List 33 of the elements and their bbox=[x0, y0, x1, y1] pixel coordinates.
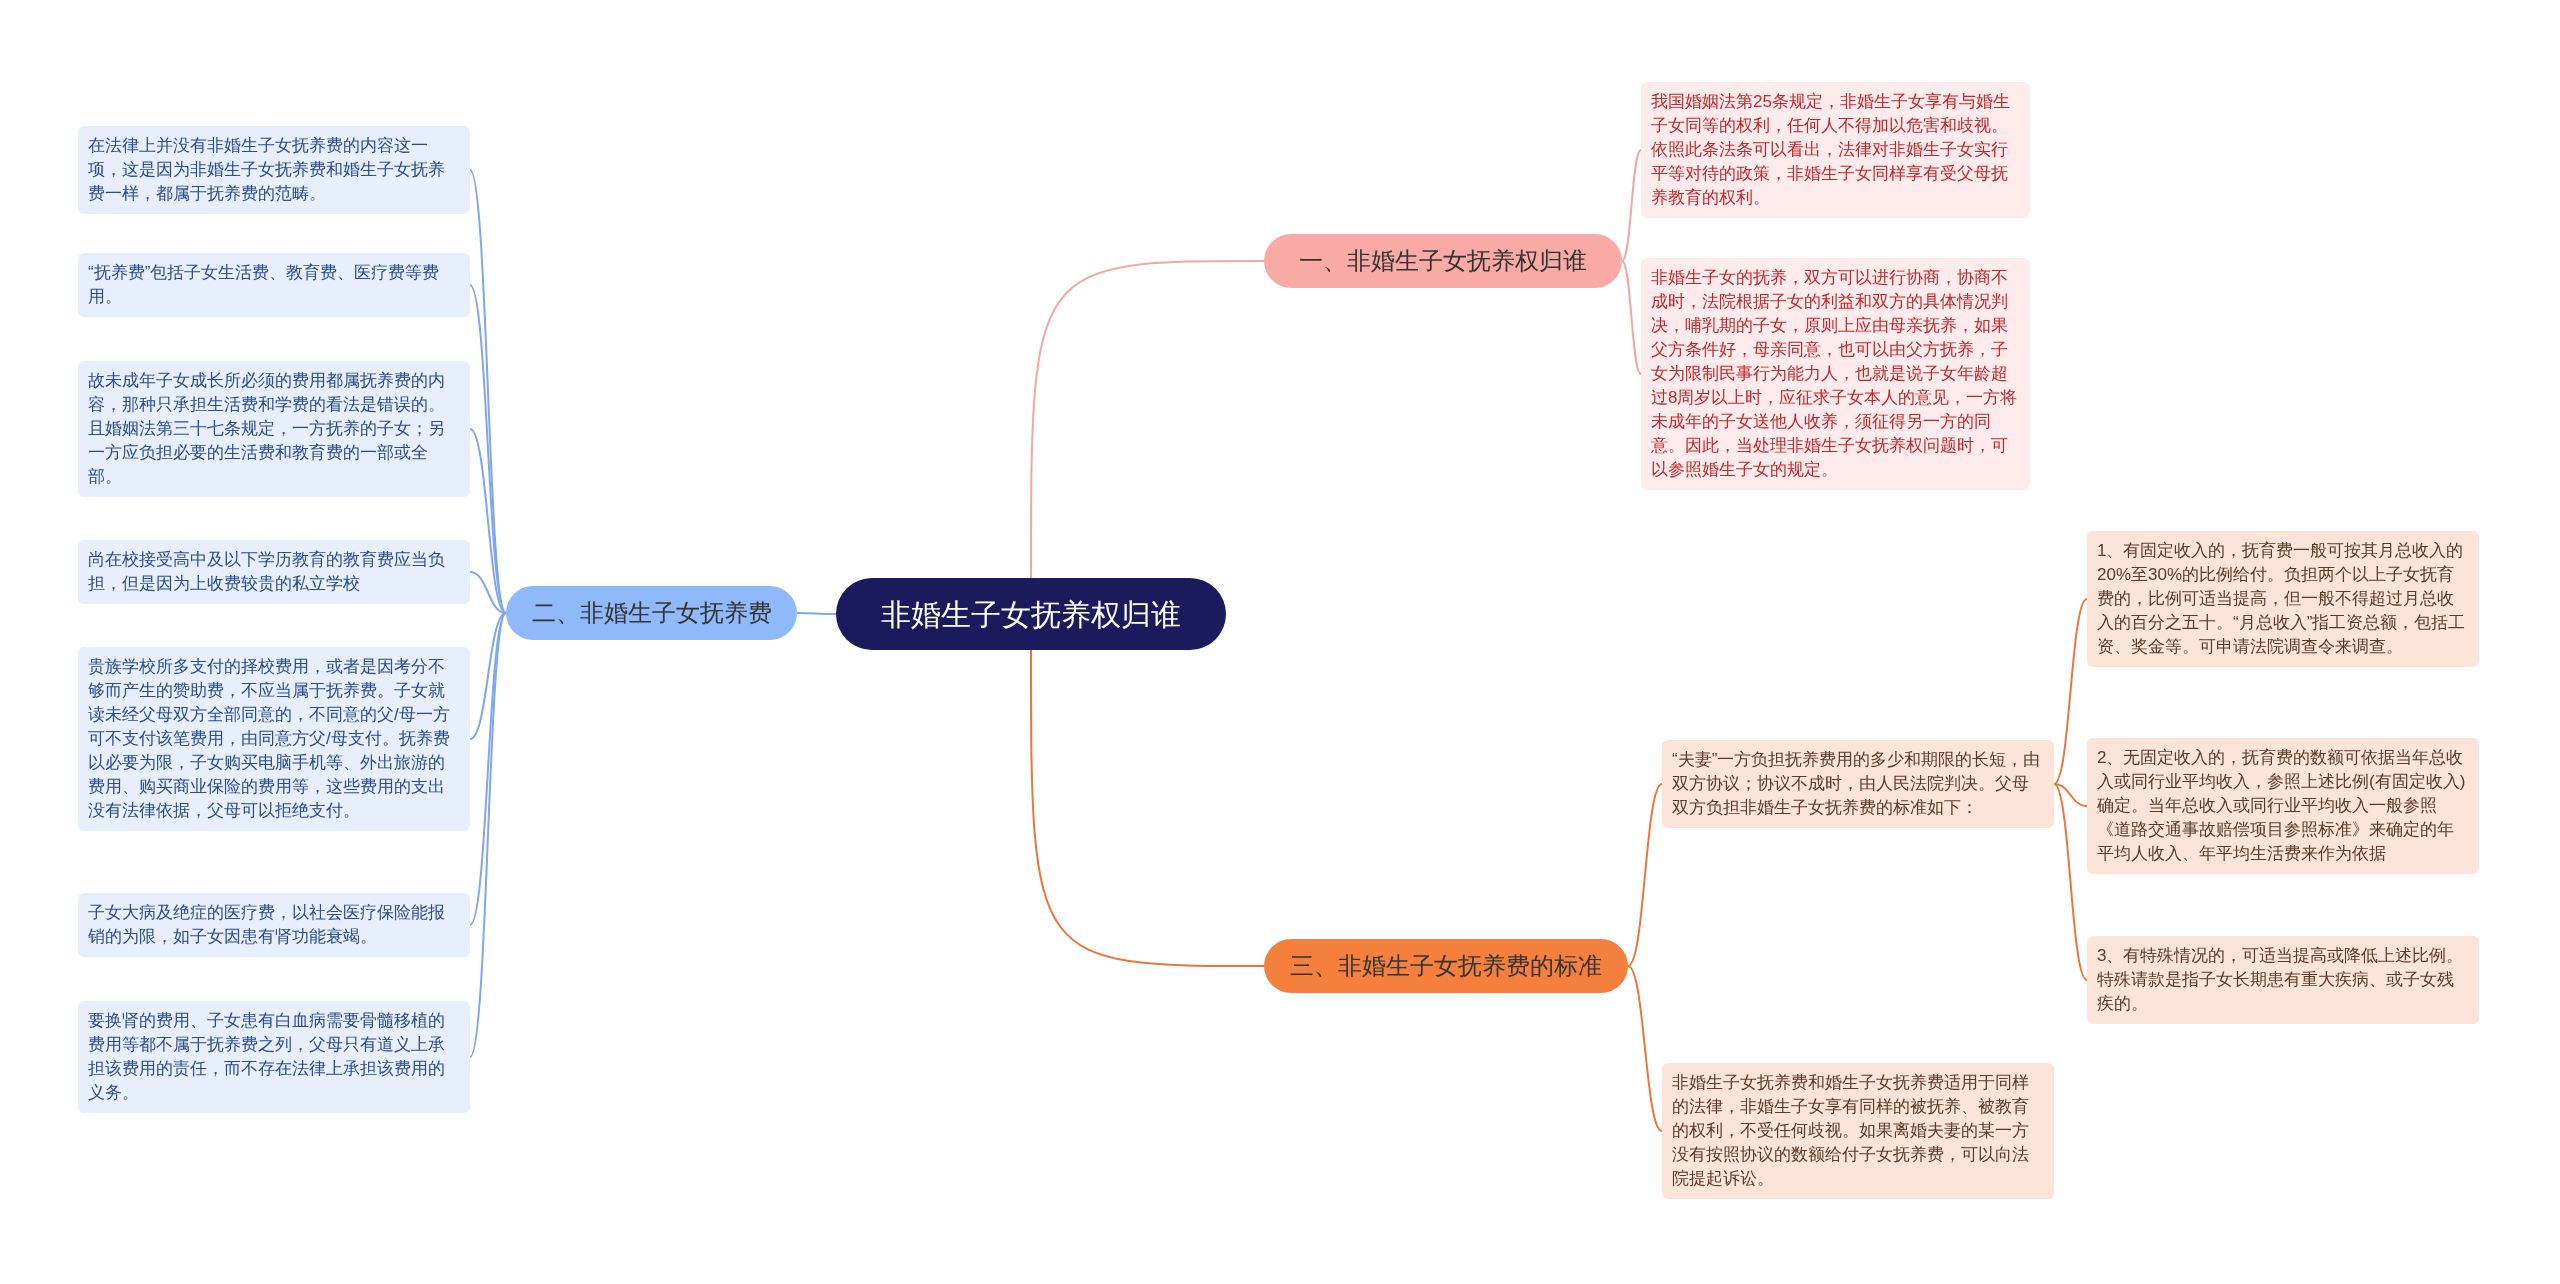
branch-topic: 二、非婚生子女抚养费 bbox=[506, 586, 797, 640]
connector-line bbox=[1627, 783, 1663, 967]
branch-topic: 一、非婚生子女抚养权归谁 bbox=[1264, 234, 1622, 288]
connector-line bbox=[2053, 783, 2088, 807]
note-card: 我国婚姻法第25条规定，非婚生子女享有与婚生子女同等的权利，任何人不得加以危害和歧视。依照此条法条可以看出，法律对非婚生子女实行平等对待的政策，非婚生子女同样享有受父母抚养教育的权利。 bbox=[1641, 82, 2030, 218]
connector-line bbox=[2053, 783, 2088, 981]
branch-topic: 三、非婚生子女抚养费的标准 bbox=[1264, 939, 1628, 993]
note-card: “抚养费”包括子女生活费、教育费、医疗费等费用。 bbox=[78, 253, 470, 317]
note-card: 1、有固定收入的，抚育费一般可按其月总收入的20%至30%的比例给付。负担两个以上子女抚育费的，比例可适当提高，但一般不得超过月总收入的百分之五十。“月总收入”指工资总额，包括工资、奖金等。可申请法院调查令来调查。 bbox=[2087, 531, 2479, 667]
connector-line bbox=[469, 169, 507, 614]
note-card: 3、有特殊情况的，可适当提高或降低上述比例。特殊请款是指子女长期患有重大疾病、或子女残疾的。 bbox=[2087, 936, 2479, 1024]
note-card: 子女大病及绝症的医疗费，以社会医疗保险能报销的为限，如子女因患有肾功能衰竭。 bbox=[78, 893, 470, 957]
note-card: 非婚生子女抚养费和婚生子女抚养费适用于同样的法律，非婚生子女享有同样的被抚养、被教育的权利，不受任何歧视。如果离婚夫妻的某一方没有按照协议的数额给付子女抚养费，可以向法院提起诉讼。 bbox=[1662, 1063, 2054, 1199]
connector-line bbox=[1621, 149, 1642, 262]
connector-line bbox=[469, 571, 507, 614]
connector-line bbox=[1030, 260, 1265, 579]
connector-line bbox=[796, 612, 837, 615]
central-topic: 非婚生子女抚养权归谁 bbox=[836, 578, 1226, 650]
note-card: “夫妻”一方负担抚养费用的多少和期限的长短，由双方协议；协议不成时，由人民法院判决。父母双方负担非婚生子女抚养费的标准如下： bbox=[1662, 740, 2054, 828]
note-card: 尚在校接受高中及以下学历教育的教育费应当负担，但是因为上收费较贵的私立学校 bbox=[78, 540, 470, 604]
connector-line bbox=[1627, 965, 1663, 1132]
connector-line bbox=[469, 612, 507, 740]
note-card: 要换肾的费用、子女患有白血病需要骨髓移植的费用等都不属于抚养费之列，父母只有道义上承担该费用的责任，而不存在法律上承担该费用的义务。 bbox=[78, 1001, 470, 1113]
note-card: 非婚生子女的抚养，双方可以进行协商，协商不成时，法院根据子女的利益和双方的具体情况判决，哺乳期的子女，原则上应由母亲抚养，如果父方条件好，母亲同意，也可以由父方抚养，子女为限制民事行为能力人，也就是说子女年龄超过8周岁以上时，应征求子女本人的意见，一方将未成年的子女送他人收养，须征得另一方的同意。因此，当处理非婚生子女抚养权问题时，可以参照婚生子女的规定。 bbox=[1641, 258, 2030, 490]
connector-line bbox=[1030, 649, 1265, 967]
connector-line bbox=[2053, 598, 2088, 785]
note-card: 贵族学校所多支付的择校费用，或者是因考分不够而产生的赞助费，不应当属于抚养费。子女就读未经父母双方全部同意的，不同意的父/母一方可不支付该笔费用，由同意方父/母支付。抚养费以必要为限，子女购买电脑手机等、外出旅游的费用、购买商业保险的费用等，这些费用的支出没有法律依据，父母可以拒绝支付。 bbox=[78, 647, 470, 831]
connector-line bbox=[469, 612, 507, 1058]
note-card: 2、无固定收入的，抚育费的数额可依据当年总收入或同行业平均收入，参照上述比例(有固定收入)确定。当年总收入或同行业平均收入一般参照《道路交通事故赔偿项目参照标准》来确定的年平均人收入、年平均生活费来作为依据 bbox=[2087, 738, 2479, 874]
note-card: 在法律上并没有非婚生子女抚养费的内容这一项，这是因为非婚生子女抚养费和婚生子女抚养费一样，都属于抚养费的范畴。 bbox=[78, 126, 470, 214]
connector-line bbox=[469, 428, 507, 614]
note-card: 故未成年子女成长所必须的费用都属抚养费的内容，那种只承担生活费和学费的看法是错误的。且婚姻法第三十七条规定，一方抚养的子女；另一方应负担必要的生活费和教育费的一部或全部。 bbox=[78, 361, 470, 497]
connector-line bbox=[1621, 260, 1642, 375]
